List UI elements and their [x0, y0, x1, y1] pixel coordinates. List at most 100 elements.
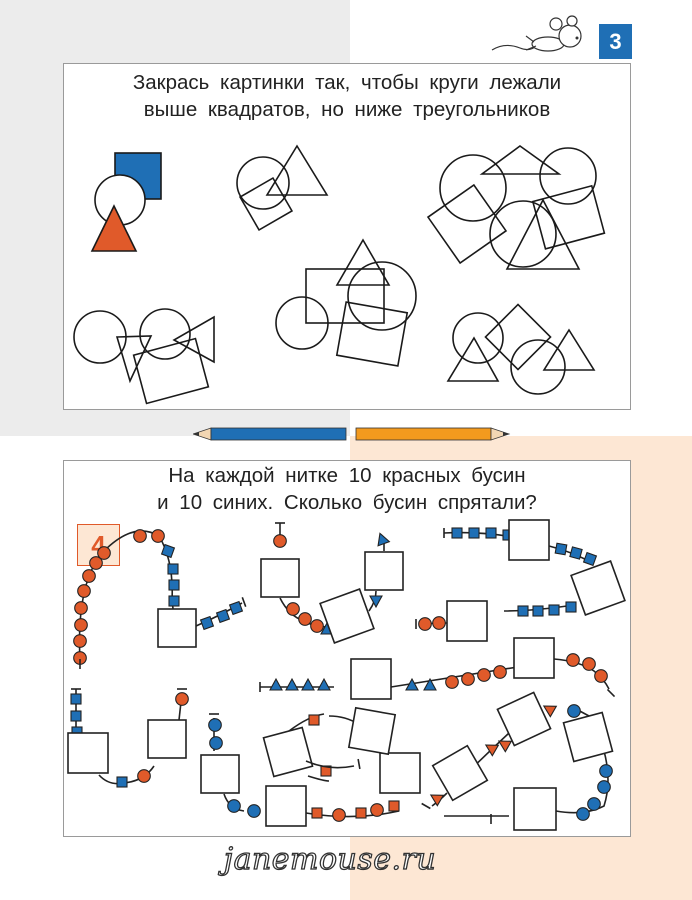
bead [199, 615, 215, 631]
bead [405, 677, 419, 691]
hidden-box [200, 754, 240, 794]
bead [168, 595, 180, 607]
figure-6 [446, 303, 596, 395]
bead [451, 527, 463, 539]
bead [208, 718, 222, 732]
bead [133, 529, 147, 543]
figure-5 [73, 308, 215, 405]
bead [484, 744, 500, 757]
bead [599, 764, 613, 778]
bead [370, 803, 384, 817]
bead [582, 657, 596, 671]
bead [548, 604, 560, 616]
bead [445, 675, 459, 689]
bead [74, 618, 88, 632]
hidden-box [513, 787, 557, 831]
bead [429, 794, 445, 807]
task1-panel: Закрась картинки так, чтобы круги лежали… [63, 63, 631, 410]
hidden-box [319, 588, 375, 644]
bead [74, 601, 88, 615]
bead [89, 556, 103, 570]
bead [167, 563, 179, 575]
bead [493, 665, 507, 679]
bead [97, 546, 111, 560]
bead [168, 579, 180, 591]
bead [273, 534, 287, 548]
hidden-box [513, 637, 555, 679]
bead [227, 799, 241, 813]
bead [423, 677, 437, 691]
bead [160, 543, 176, 559]
bead [151, 529, 165, 543]
bead [566, 653, 580, 667]
thread [305, 760, 355, 769]
bead [569, 546, 583, 560]
page-number: 3 [599, 24, 632, 59]
bead [215, 608, 231, 624]
mouse-icon [491, 15, 582, 52]
bead [461, 672, 475, 686]
hidden-box [350, 658, 392, 700]
bead [594, 669, 608, 683]
bead [285, 677, 299, 691]
blue-pencil-icon [193, 427, 347, 441]
bead [355, 807, 367, 819]
task1-title: Закрась картинки так, чтобы круги лежали… [132, 71, 562, 121]
bead [587, 797, 601, 811]
bead [388, 800, 400, 812]
hidden-box [67, 732, 109, 774]
watermark: janemouse.ru [223, 841, 437, 877]
bead [497, 740, 513, 753]
bead [477, 668, 491, 682]
bead [116, 776, 128, 788]
figure-4 [275, 238, 417, 367]
bead [175, 692, 189, 706]
bead [228, 600, 244, 616]
pencils-divider [193, 427, 511, 441]
bead [70, 693, 82, 705]
bead [597, 780, 611, 794]
bead [77, 584, 91, 598]
figure-3 [426, 145, 606, 270]
bead [377, 532, 391, 547]
hidden-box [379, 752, 421, 794]
bead [542, 705, 558, 718]
bead [269, 677, 283, 691]
beads-strings [67, 519, 626, 831]
hidden-box [147, 719, 187, 759]
hidden-box [562, 711, 614, 763]
bead [576, 807, 590, 821]
bead [485, 527, 497, 539]
hidden-box [431, 744, 489, 802]
bead [418, 617, 432, 631]
bead [286, 602, 300, 616]
hidden-box [260, 558, 300, 598]
orange-pencil-icon [355, 427, 511, 441]
bead [468, 527, 480, 539]
bead [582, 551, 598, 567]
bead [82, 569, 96, 583]
hidden-box [157, 608, 197, 648]
bead [517, 605, 529, 617]
bead [247, 804, 261, 818]
bead [532, 605, 544, 617]
bead [369, 595, 383, 609]
thread [288, 713, 325, 732]
bead [301, 677, 315, 691]
hidden-box [262, 726, 314, 778]
bead [432, 616, 446, 630]
bead [311, 807, 323, 819]
bead [310, 619, 324, 633]
bead [70, 710, 82, 722]
bead [308, 714, 320, 726]
hidden-box [364, 551, 404, 591]
bead [137, 769, 151, 783]
hidden-box [570, 560, 626, 616]
hidden-box [496, 691, 552, 747]
bead [554, 542, 568, 556]
example-figure [90, 152, 162, 252]
thread [307, 775, 330, 782]
shapes-figures [73, 144, 606, 405]
bead [565, 601, 577, 613]
bead [298, 612, 312, 626]
